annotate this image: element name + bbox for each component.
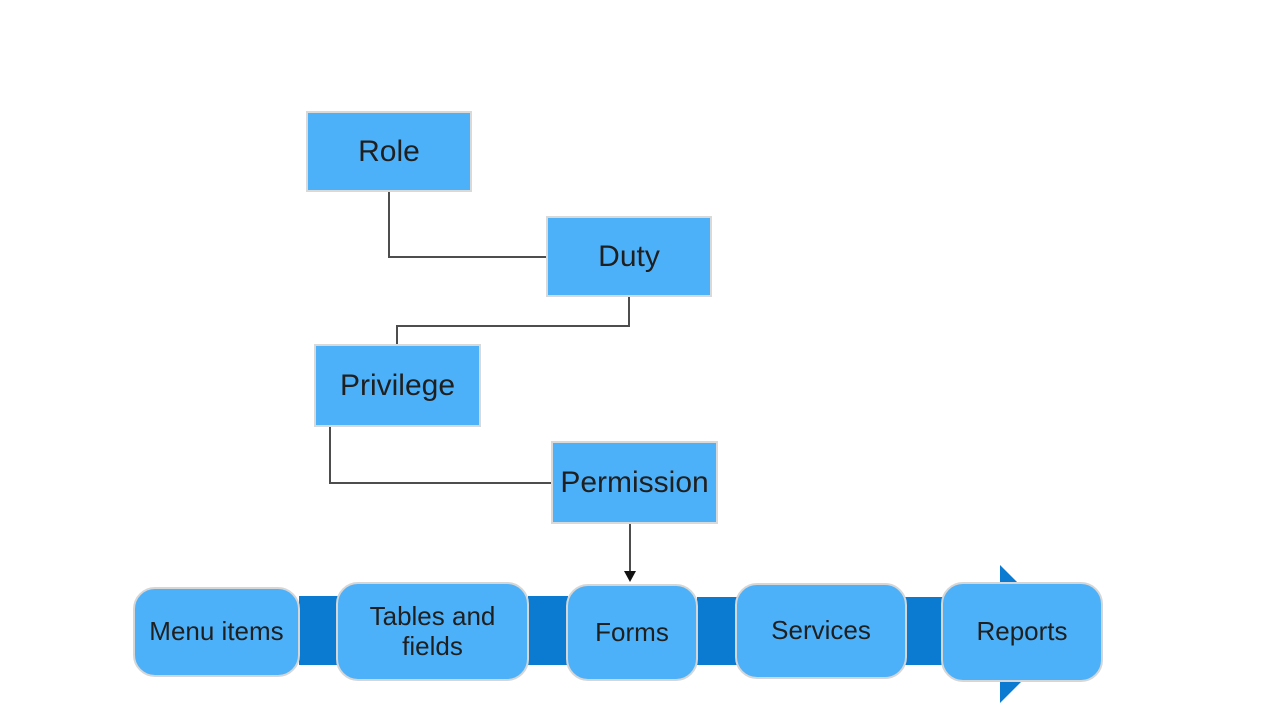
node-duty-label: Duty [598, 240, 660, 273]
connector-duty-privilege-vertical-bottom [396, 325, 398, 344]
down-arrow-icon [624, 571, 636, 582]
node-services-label: Services [771, 615, 871, 646]
connector-permission-forms-line [629, 524, 631, 573]
node-duty: Duty [546, 216, 712, 297]
node-privilege-label: Privilege [339, 369, 456, 402]
node-role-label: Role [358, 135, 420, 168]
node-tables-and-fields-label: Tables and fields [369, 600, 496, 661]
node-permission-label: Permission [560, 466, 709, 499]
node-permission: Permission [551, 441, 718, 524]
connector-duty-privilege-horizontal [396, 325, 630, 327]
node-reports-label: Reports [976, 616, 1068, 647]
node-forms: Forms [566, 584, 698, 681]
connector-role-duty-horizontal [388, 256, 546, 258]
process-connector-2 [528, 596, 568, 665]
node-reports: Reports [941, 582, 1103, 682]
node-tables-and-fields: Tables and fields [336, 582, 529, 681]
connector-duty-privilege-vertical-top [628, 297, 630, 327]
node-role: Role [306, 111, 472, 192]
node-privilege: Privilege [314, 344, 481, 427]
node-menu-items: Menu items [133, 587, 300, 677]
process-connector-1 [299, 596, 338, 665]
node-forms-label: Forms [595, 616, 669, 647]
process-connector-4 [904, 597, 943, 665]
connector-privilege-permission-vertical [329, 427, 331, 484]
connector-privilege-permission-horizontal [329, 482, 551, 484]
node-services: Services [735, 583, 907, 679]
node-menu-items-label: Menu items [149, 616, 284, 647]
connector-role-duty-vertical [388, 192, 390, 258]
process-connector-3 [697, 597, 737, 665]
